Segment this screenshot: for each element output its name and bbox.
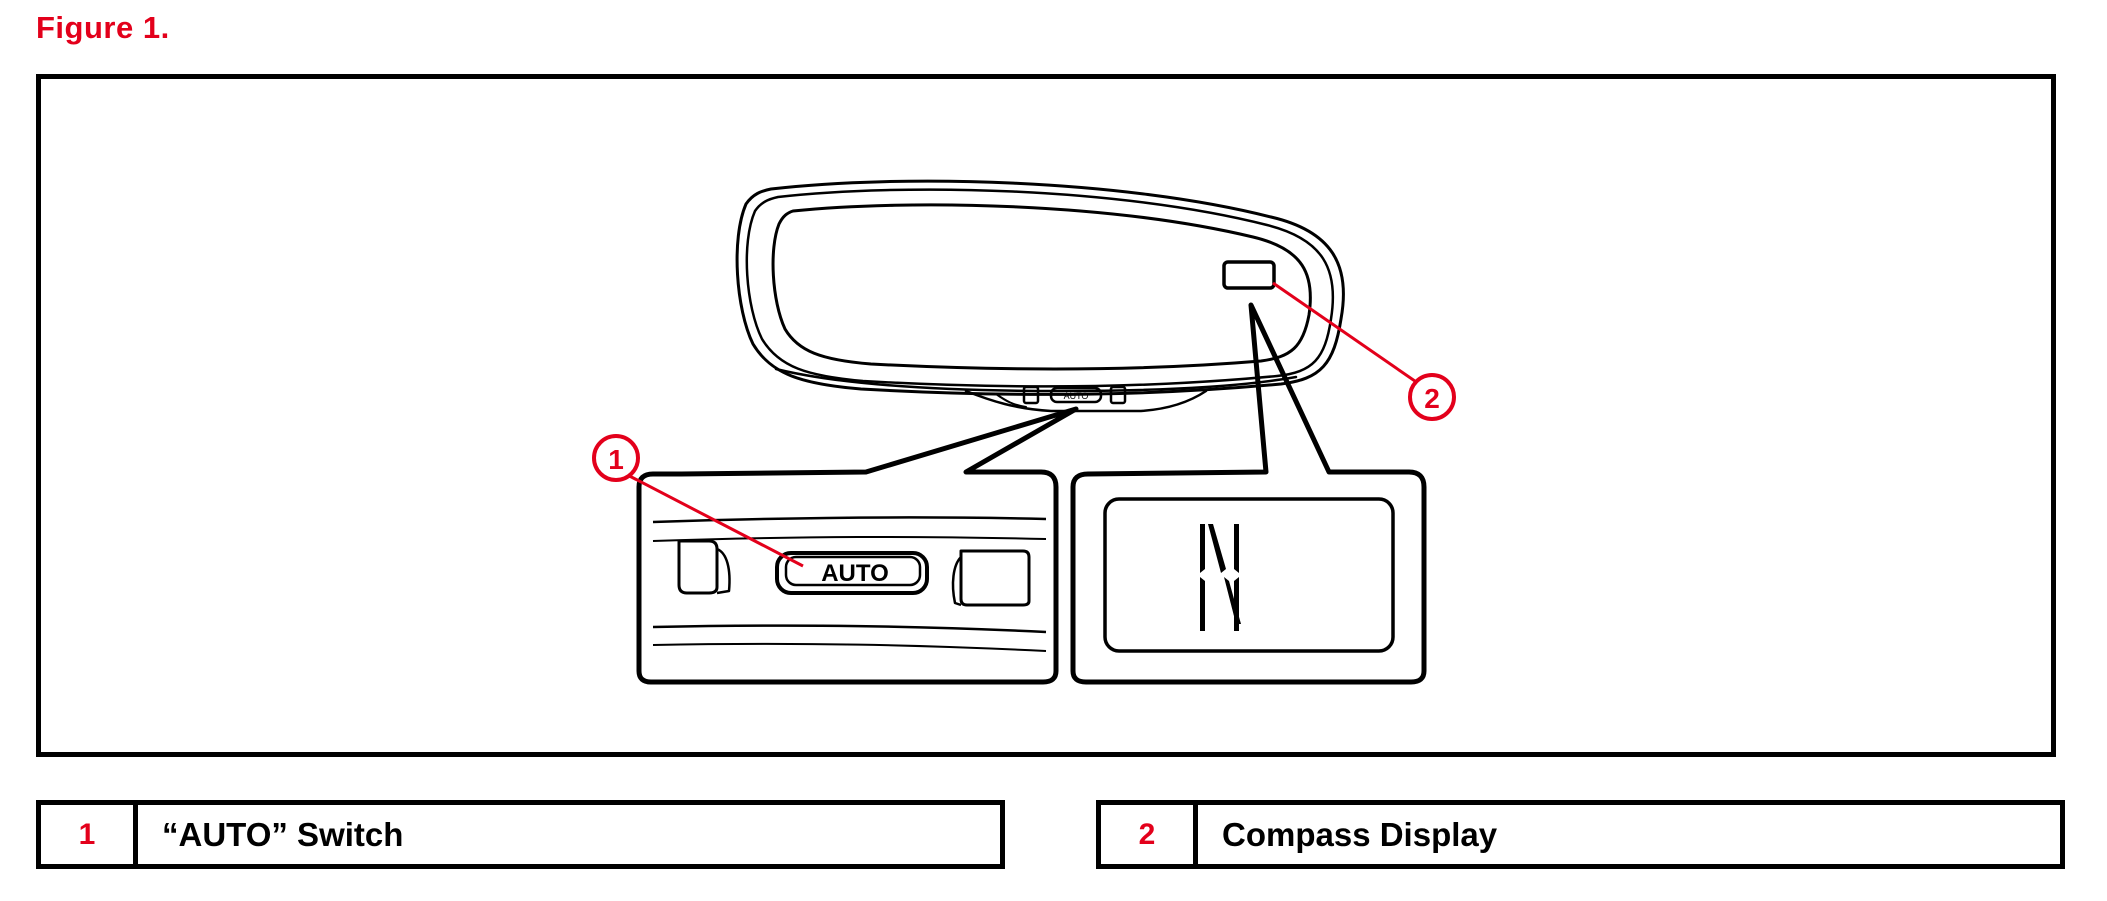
figure-title: Figure 1. [36,10,170,45]
compass-letter-n [1200,524,1241,631]
legend-number: 2 [1101,805,1198,864]
callout-1: 1 [592,434,804,568]
callout-1-number: 1 [608,444,624,475]
callout-2-number: 2 [1424,383,1440,414]
mini-compass-display [1222,260,1276,290]
legend-item-compass-display: 2 Compass Display [1096,800,2065,869]
mini-auto-label: AUTO [1064,391,1089,401]
diagram-frame: AUTO AUTO [36,74,2056,757]
legend-label: “AUTO” Switch [162,815,404,853]
callout-2: 2 [1272,281,1456,421]
auto-switch-zoom: AUTO [636,406,1079,685]
auto-switch-label: AUTO [821,560,889,587]
legend-number: 1 [41,805,138,864]
compass-display-zoom: N [1070,302,1427,685]
legend-item-auto-switch: 1 “AUTO” Switch [36,800,1005,869]
rearview-mirror: AUTO [735,179,1345,413]
legend-label: Compass Display [1222,815,1498,853]
mirror-diagram: AUTO AUTO [592,179,1456,685]
